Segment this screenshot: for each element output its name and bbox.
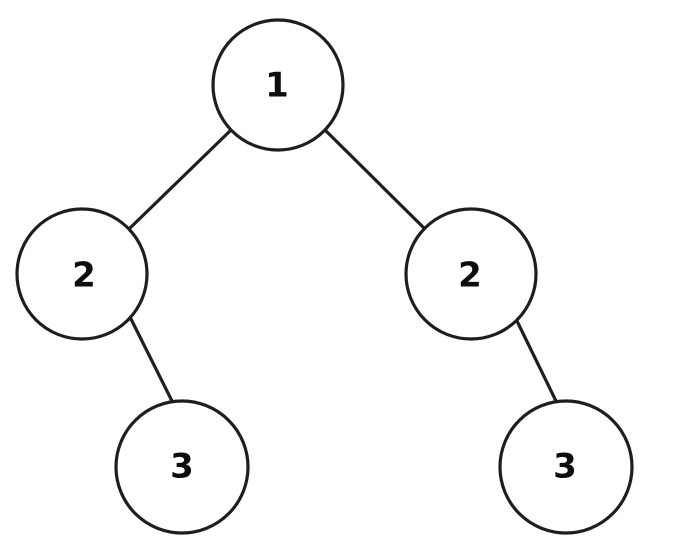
node-circle[interactable] <box>498 399 634 535</box>
node-circle[interactable] <box>15 207 149 341</box>
tree-node[interactable]: 1 <box>211 18 345 152</box>
tree-node[interactable]: 3 <box>114 399 250 535</box>
tree-edge <box>514 317 558 403</box>
tree-edge <box>323 128 427 231</box>
tree-node[interactable]: 2 <box>15 207 149 341</box>
nodes-group: 1 2 2 3 3 <box>15 18 634 535</box>
node-label: 3 <box>553 447 577 487</box>
node-circle[interactable] <box>211 18 345 152</box>
tree-edge <box>129 317 174 403</box>
node-label: 1 <box>265 66 289 106</box>
tree-node[interactable]: 2 <box>404 207 538 341</box>
node-label: 3 <box>170 447 194 487</box>
node-circle[interactable] <box>114 399 250 535</box>
edges-group <box>127 128 558 403</box>
tree-edge <box>127 128 233 231</box>
node-circle[interactable] <box>404 207 538 341</box>
node-label: 2 <box>72 256 96 296</box>
tree-node[interactable]: 3 <box>498 399 634 535</box>
node-label: 2 <box>458 256 482 296</box>
